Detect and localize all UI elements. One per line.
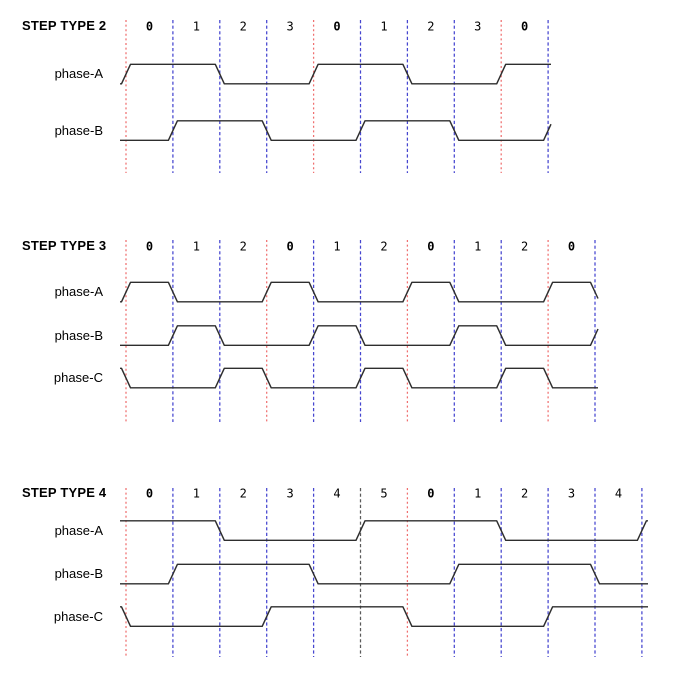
step-number: 1 — [193, 240, 200, 254]
waveform-phase-A — [120, 520, 648, 542]
diagram2-phase-b-label: phase-B — [54, 327, 103, 343]
step-number: 0 — [146, 487, 153, 501]
step-number: 1 — [193, 487, 200, 501]
step-number: 0 — [287, 240, 294, 254]
step-number: 0 — [427, 487, 434, 501]
diagram3-phase-c-label: phase-C — [53, 608, 103, 624]
step-number: 4 — [333, 487, 340, 501]
diagram1-phase-b-label: phase-B — [54, 122, 103, 138]
step-number: 0 — [146, 240, 153, 254]
step-number: 1 — [193, 20, 200, 34]
diagram3-title: STEP TYPE 4 — [22, 485, 107, 500]
step-number: 2 — [521, 487, 528, 501]
diagram2-phase-c-label: phase-C — [53, 370, 103, 385]
waveform-phase-B — [120, 325, 599, 347]
step-number: 0 — [521, 20, 528, 34]
waveform-phase-B — [120, 563, 648, 585]
step-number: 3 — [287, 20, 294, 34]
step-number: 2 — [240, 20, 247, 34]
step-number: 1 — [474, 240, 481, 254]
waveform-phase-C — [120, 606, 648, 628]
step-number: 1 — [333, 240, 340, 254]
step-number: 2 — [427, 20, 434, 34]
waveform-phase-A — [120, 63, 551, 85]
diagram3-phase-a-label: phase-A — [54, 522, 103, 538]
diagram3-phase-b-label: phase-B — [54, 566, 103, 581]
diagram1-title: STEP TYPE 2 — [22, 18, 107, 33]
step-number: 1 — [380, 20, 387, 34]
step-number: 3 — [568, 487, 575, 501]
waveform-phase-C — [120, 367, 598, 389]
diagram1-phase-a-label: phase-A — [54, 66, 103, 81]
waveform-phase-A — [120, 281, 599, 303]
step-number: 1 — [474, 487, 481, 501]
step-number: 0 — [568, 240, 575, 254]
step-number: 4 — [615, 487, 622, 501]
waveform-phase-B — [120, 120, 552, 142]
step-number: 2 — [240, 240, 247, 254]
step-number: 2 — [240, 487, 247, 501]
step-number: 2 — [521, 240, 528, 254]
step-number: 3 — [287, 487, 294, 501]
step-number: 2 — [380, 240, 387, 254]
step-number: 0 — [333, 20, 340, 34]
step-number: 3 — [474, 20, 481, 34]
step-number: 0 — [427, 240, 434, 254]
diagram2-phase-a-label: phase-A — [54, 284, 103, 299]
diagram2-title: STEP TYPE 3 — [22, 238, 107, 253]
step-number: 5 — [380, 487, 387, 501]
step-number: 0 — [146, 20, 153, 34]
